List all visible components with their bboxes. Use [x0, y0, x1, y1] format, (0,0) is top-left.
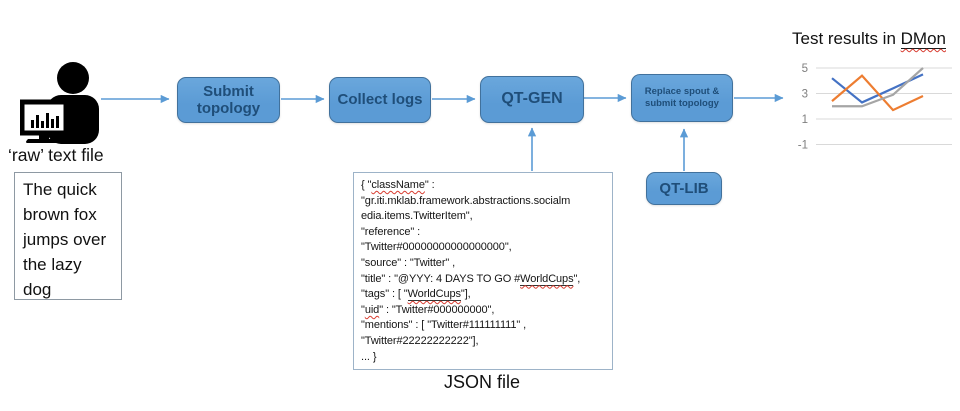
test-results-chart: 5 3 1 -1	[798, 63, 952, 152]
replace-spout-box: Replace spout & submit topology	[631, 74, 733, 122]
chart-ytick: 3	[802, 89, 808, 101]
chart-title-text: Test results in	[791, 29, 901, 48]
qt-lib-box: QT-LIB	[646, 172, 722, 205]
json-line: ... }	[361, 350, 377, 363]
json-line: "title" : "@YYY: 4 DAYS TO GO #WorldCups…	[361, 272, 581, 286]
json-line: "tags" : [ "WorldCups"],	[361, 288, 471, 302]
bar-chart-glyph	[31, 113, 59, 128]
chart-ytick: -1	[798, 140, 808, 152]
chart-ytick: 1	[802, 114, 808, 126]
raw-text-box: The quick brown fox jumps over the lazy …	[14, 172, 122, 300]
json-line: "Twitter#22222222222"],	[361, 334, 479, 347]
raw-text-file-label: ‘raw’ text file	[8, 145, 104, 165]
chart-series-gray	[832, 67, 924, 108]
json-line: "Twitter#00000000000000000",	[361, 241, 512, 254]
json-line: "reference" :	[361, 225, 421, 238]
chart-title-dmon: DMon	[900, 29, 946, 49]
collect-logs-box: Collect logs	[329, 77, 431, 123]
chart-series-orange	[831, 74, 924, 112]
chart-title: Test results in DMon	[778, 29, 960, 49]
json-file-caption: JSON file	[443, 372, 521, 392]
json-line: "mentions" : [ "Twitter#111111111" ,	[361, 319, 527, 332]
person-at-computer-icon	[20, 62, 99, 144]
json-file-box: { "className" : "gr.iti.mklab.framework.a…	[353, 172, 613, 370]
json-line: { "className" :	[361, 179, 435, 191]
submit-topology-box: Submit topology	[177, 77, 280, 123]
json-line: "gr.iti.mklab.framework.abstractions.soc…	[361, 194, 571, 207]
json-line: edia.items.TwitterItem",	[361, 210, 473, 223]
chart-ytick: 5	[802, 63, 808, 75]
json-line: "uid" : "Twitter#000000000",	[361, 303, 495, 316]
qt-gen-box: QT-GEN	[480, 76, 584, 123]
json-line: "source" : "Twitter" ,	[361, 256, 456, 269]
